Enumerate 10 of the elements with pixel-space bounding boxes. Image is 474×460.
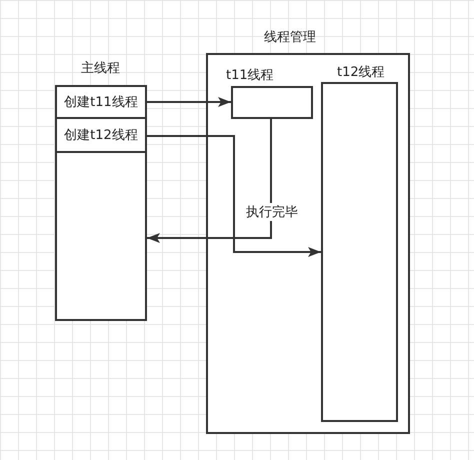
arrow (147, 135, 321, 257)
box-heading: 主线程 (81, 60, 120, 77)
box-heading: t12线程 (337, 64, 385, 81)
arrow (147, 119, 272, 243)
edge-label: 执行完毕 (244, 203, 300, 221)
box-heading: t11线程 (226, 67, 274, 84)
box-heading: 线程管理 (264, 29, 316, 46)
box-label: 创建t12线程 (64, 127, 138, 144)
arrow (147, 97, 231, 107)
box-label: 创建t11线程 (64, 94, 138, 111)
